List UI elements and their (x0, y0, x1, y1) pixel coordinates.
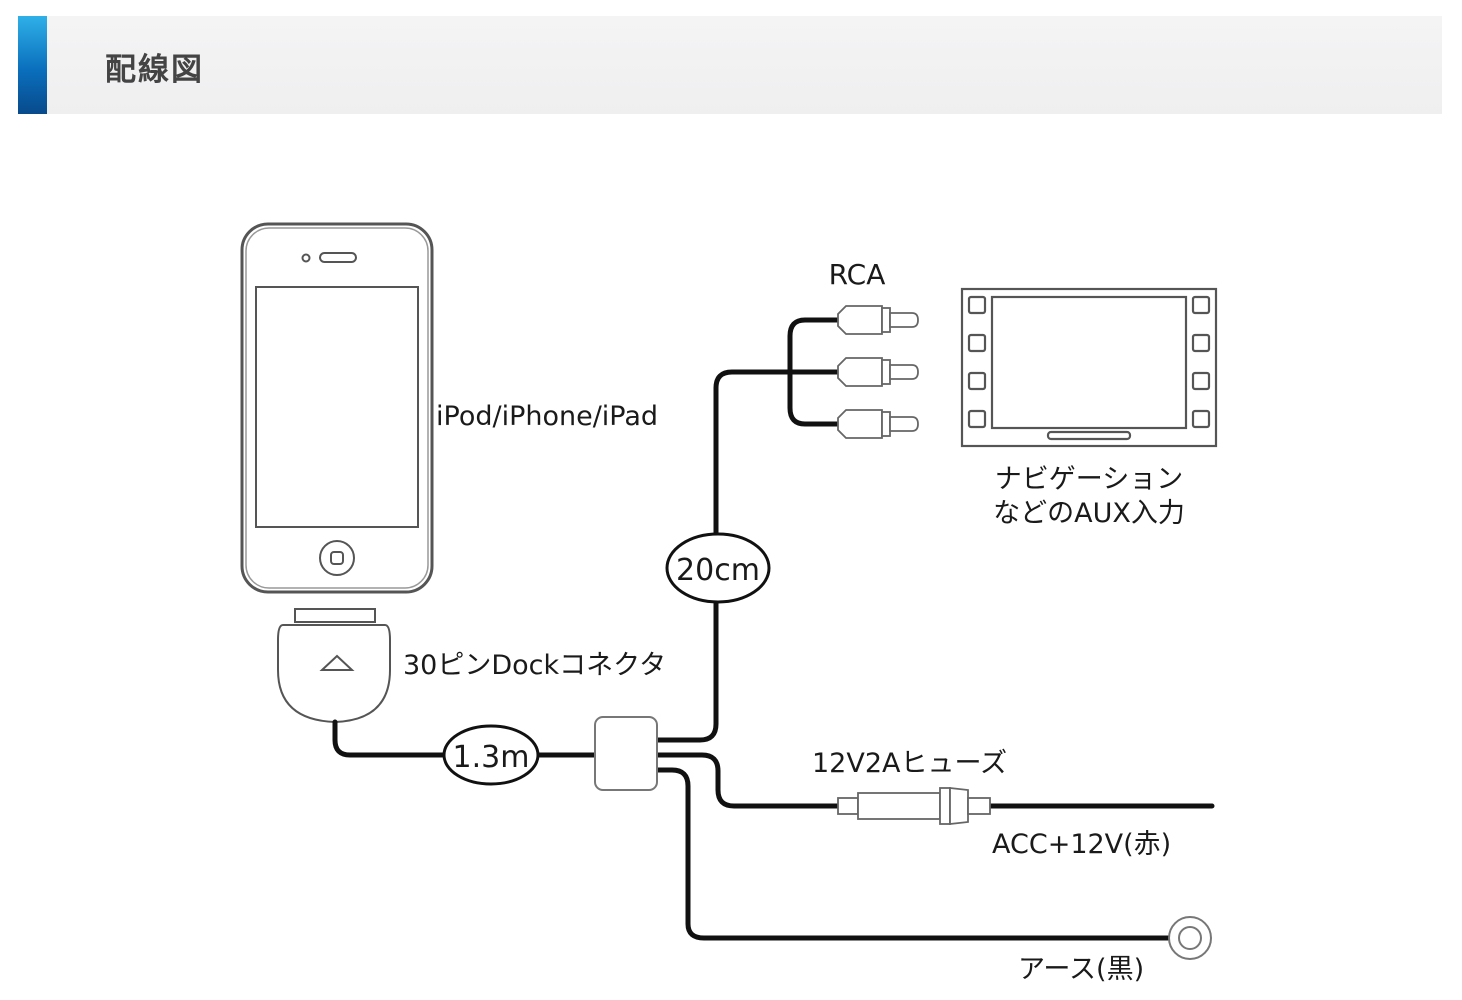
ground-terminal-icon (1168, 916, 1212, 960)
page-title: 配線図 (105, 52, 204, 88)
iphone-device-icon (240, 222, 434, 594)
navigation-label-line2: などのAUX入力 (993, 498, 1185, 529)
cable-length-main-label: 1.3m (453, 740, 530, 775)
cables (332, 317, 1215, 941)
navigation-label-line1: ナビゲーション (995, 464, 1183, 495)
cable-length-branch-badge (665, 532, 771, 604)
dock-connector-icon (277, 608, 391, 724)
acc-label: ACC+12V(赤) (992, 829, 1171, 860)
navigation-monitor-icon (960, 287, 1218, 448)
device-label: iPod/iPhone/iPad (436, 401, 658, 432)
section-header: 配線図 (18, 16, 1442, 114)
ground-label: アース(黒) (1018, 954, 1144, 985)
cable-length-branch-label: 20cm (676, 553, 760, 588)
connector-label: 30ピンDockコネクタ (403, 650, 666, 681)
fuse-icon (837, 786, 991, 826)
junction-box (594, 716, 658, 791)
rca-label: RCA (829, 258, 886, 291)
cable-length-main-badge (442, 724, 540, 786)
header-accent-bar (18, 16, 47, 114)
fuse-label: 12V2Aヒューズ (812, 748, 1007, 779)
rca-plugs-icon (837, 305, 919, 439)
